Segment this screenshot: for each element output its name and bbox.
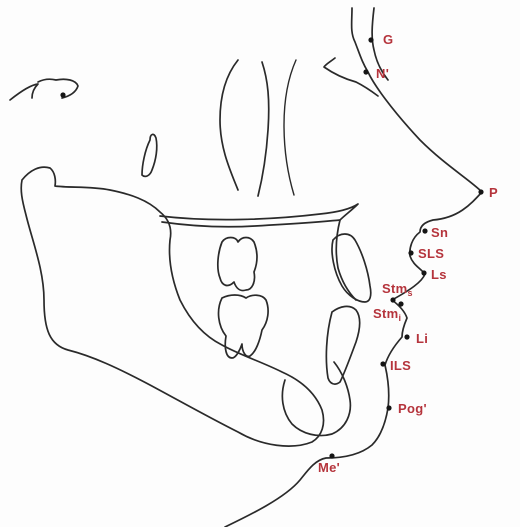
lower-incisor bbox=[326, 306, 359, 384]
label-N: N' bbox=[376, 66, 389, 81]
point-SLS bbox=[408, 250, 413, 255]
label-Ls: Ls bbox=[431, 267, 447, 282]
point-P bbox=[478, 189, 483, 194]
label-Stm-s-sub: s bbox=[407, 288, 412, 298]
upper-molar bbox=[218, 238, 257, 291]
orbit-contour bbox=[284, 60, 296, 195]
sphenoid-contour bbox=[258, 62, 269, 196]
point-Ls bbox=[421, 270, 426, 275]
label-Pog: Pog' bbox=[398, 401, 427, 416]
label-Stm-i: Stmi bbox=[373, 306, 401, 323]
pterygoid-plate bbox=[142, 134, 157, 176]
label-G: G bbox=[383, 32, 393, 47]
point-Me bbox=[329, 453, 334, 458]
point-Stm-s bbox=[390, 297, 395, 302]
label-Stm-s: Stms bbox=[382, 281, 413, 298]
label-Stm-i-main: Stm bbox=[373, 306, 398, 321]
label-Me: Me' bbox=[318, 460, 340, 475]
label-Li: Li bbox=[416, 331, 428, 346]
point-Li bbox=[404, 334, 409, 339]
label-Stm-i-sub: i bbox=[398, 313, 401, 323]
label-Sn: Sn bbox=[431, 225, 448, 240]
palatal-plane bbox=[160, 204, 358, 227]
label-SLS: SLS bbox=[418, 246, 444, 261]
point-ILS bbox=[380, 361, 385, 366]
point-Pog bbox=[386, 405, 391, 410]
label-P: P bbox=[489, 185, 498, 200]
cranial-base bbox=[220, 60, 238, 190]
lower-molar bbox=[219, 295, 269, 358]
maxilla-lower bbox=[336, 220, 356, 300]
point-G bbox=[368, 37, 373, 42]
mandible-outline bbox=[21, 167, 323, 446]
label-ILS: ILS bbox=[390, 358, 411, 373]
ear-outline bbox=[10, 79, 78, 100]
point-Stm-i bbox=[398, 301, 403, 306]
label-Stm-s-main: Stm bbox=[382, 281, 407, 296]
porion-point bbox=[60, 92, 65, 97]
point-Sn bbox=[422, 228, 427, 233]
point-N bbox=[363, 69, 368, 74]
